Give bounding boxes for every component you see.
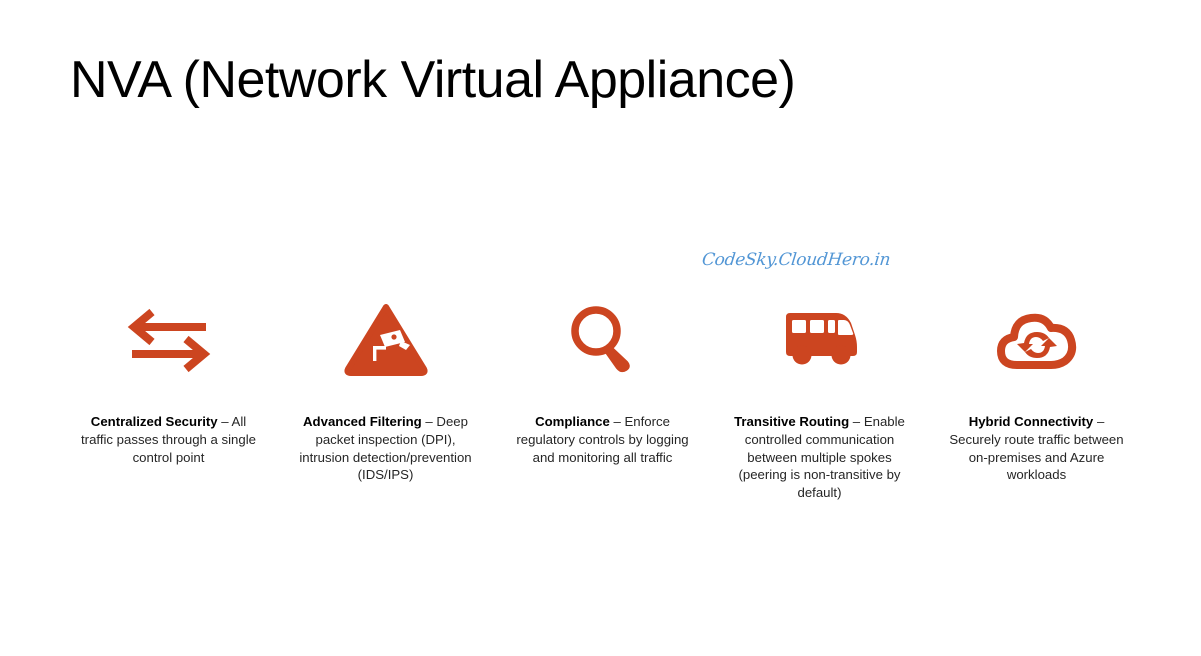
bus-icon	[770, 295, 870, 385]
feature-term: Compliance	[535, 414, 610, 429]
watermark-text: CodeSky.CloudHero.in	[700, 250, 892, 270]
feature-caption: Centralized Security – All traffic passe…	[74, 413, 264, 466]
cloud-sync-icon	[987, 295, 1087, 385]
feature-separator: –	[849, 414, 864, 429]
warning-triangle-cctv-camera-icon	[336, 295, 436, 385]
feature-column-hybrid-connectivity: Hybrid Connectivity – Securely route tra…	[928, 295, 1145, 484]
feature-caption: Advanced Filtering – Deep packet inspect…	[291, 413, 481, 484]
feature-caption: Hybrid Connectivity – Securely route tra…	[942, 413, 1132, 484]
feature-description: All traffic passes through a single cont…	[81, 414, 256, 465]
feature-term: Centralized Security	[90, 414, 218, 429]
feature-description: Enforce regulatory controls by logging a…	[516, 414, 689, 465]
feature-description: Enable controlled communication between …	[738, 414, 905, 501]
feature-column-compliance: Compliance – Enforce regulatory controls…	[494, 295, 711, 466]
feature-column-centralized-security: Centralized Security – All traffic passe…	[60, 295, 277, 466]
feature-term: Transitive Routing	[734, 414, 850, 429]
feature-separator: –	[217, 414, 232, 429]
bidirectional-arrows-icon	[119, 295, 219, 385]
magnifying-glass-icon	[553, 295, 653, 385]
feature-caption: Transitive Routing – Enable controlled c…	[725, 413, 915, 502]
page-title: NVA (Network Virtual Appliance)	[70, 51, 796, 109]
feature-term: Advanced Filtering	[303, 414, 422, 429]
feature-separator: –	[609, 414, 625, 429]
feature-separator: –	[421, 414, 437, 429]
feature-column-transitive-routing: Transitive Routing – Enable controlled c…	[711, 295, 928, 502]
feature-separator: –	[1093, 414, 1105, 429]
feature-term: Hybrid Connectivity	[968, 414, 1094, 429]
feature-columns: Centralized Security – All traffic passe…	[60, 295, 1145, 502]
feature-description: Deep packet inspection (DPI), intrusion …	[299, 414, 472, 483]
feature-caption: Compliance – Enforce regulatory controls…	[508, 413, 698, 466]
feature-description: Securely route traffic between on-premis…	[949, 431, 1124, 483]
feature-column-advanced-filtering: Advanced Filtering – Deep packet inspect…	[277, 295, 494, 484]
